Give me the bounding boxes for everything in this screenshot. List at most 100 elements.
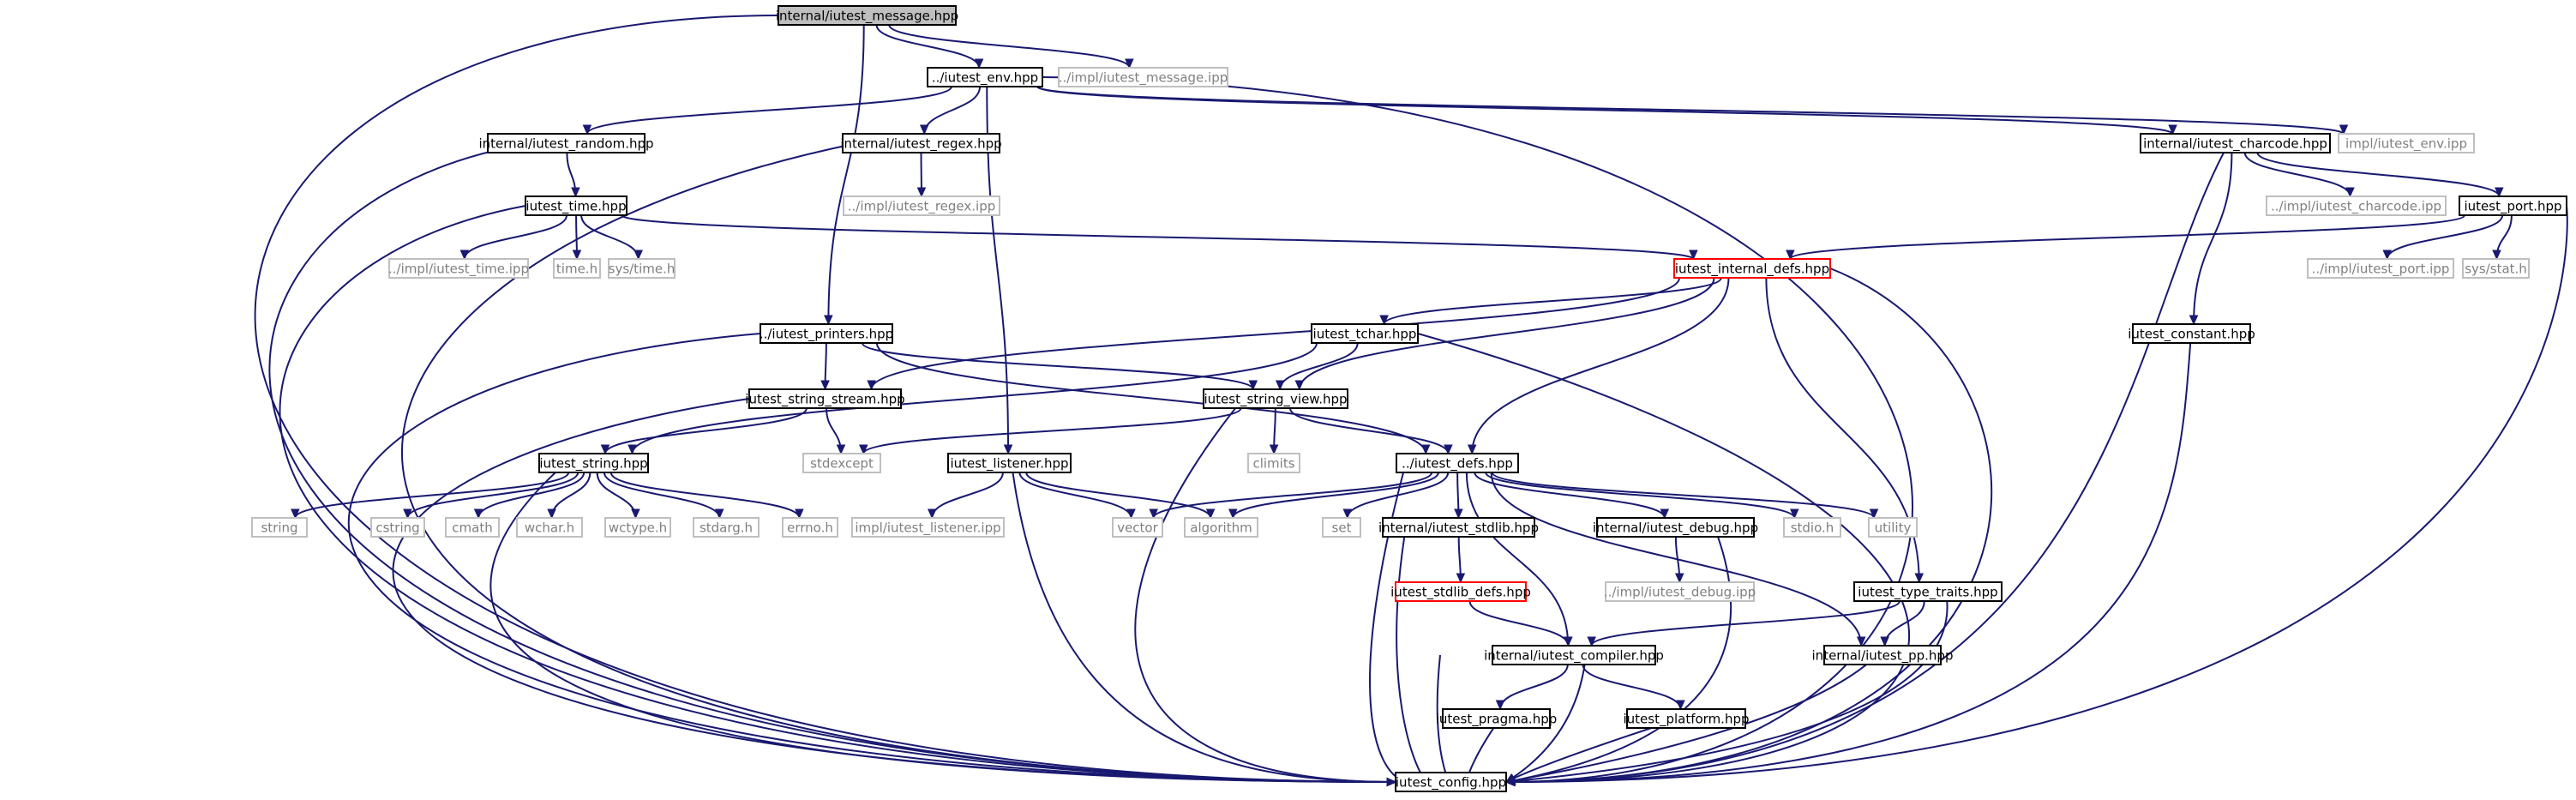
node-sys-stat-h[interactable]: sys/stat.h [2462, 258, 2530, 279]
arrowhead [820, 380, 830, 391]
node-type-traits[interactable]: iutest_type_traits.hpp [1853, 581, 2003, 602]
node-time[interactable]: iutest_time.hpp [525, 195, 627, 216]
edge-line [1152, 472, 1433, 519]
arrowhead [627, 444, 637, 455]
node-listener-ipp[interactable]: impl/iutest_listener.ipp [851, 517, 1005, 538]
node-random[interactable]: internal/iutest_random.hpp [478, 133, 654, 153]
edge-defs-to-config [1369, 462, 1408, 785]
node-label: ../impl/iutest_time.ipp [388, 262, 529, 278]
node-env-ipp[interactable]: impl/iutest_env.ipp [2338, 133, 2475, 153]
edge-defs-to-stdlib [1454, 472, 1463, 520]
arrowhead [1342, 508, 1353, 520]
node-listener[interactable]: iutest_listener.hpp [947, 453, 1072, 473]
edge-printers-to-string_view [861, 342, 1258, 391]
node-vector[interactable]: vector [1112, 517, 1163, 538]
node-constant[interactable]: iutest_constant.hpp [2128, 323, 2255, 344]
node-msg-ipp[interactable]: ../impl/iutest_message.ipp [1058, 67, 1228, 87]
node-label: ../impl/iutest_charcode.ipp [2271, 199, 2441, 215]
node-label: ../impl/iutest_message.ipp [1059, 70, 1228, 87]
arrowhead [927, 508, 937, 520]
node-errno-h[interactable]: errno.h [782, 517, 838, 538]
node-climits[interactable]: climits [1247, 453, 1300, 473]
edge-line [2243, 152, 2351, 197]
node-string[interactable]: string [251, 517, 308, 538]
arrowhead [1294, 380, 1305, 391]
node-string-stream[interactable]: iutest_string_stream.hpp [745, 388, 905, 409]
edge-type_traits-to-compiler [1587, 600, 1900, 647]
node-string-hpp[interactable]: iutest_string.hpp [538, 453, 649, 473]
node-wctype-h[interactable]: wctype.h [604, 517, 671, 538]
node-internal-defs[interactable]: iutest_internal_defs.hpp [1673, 258, 1831, 279]
node-cmath[interactable]: cmath [445, 517, 500, 538]
edge-line [1288, 407, 1450, 454]
node-platform[interactable]: iutest_platform.hpp [1623, 708, 1750, 729]
node-charcode-ipp[interactable]: ../impl/iutest_charcode.ipp [2266, 195, 2447, 216]
arrowhead [1444, 444, 1453, 455]
node-wchar-h[interactable]: wchar.h [516, 517, 583, 538]
node-stdlib[interactable]: internal/iutest_stdlib.hpp [1378, 517, 1539, 538]
node-label: stdarg.h [700, 520, 753, 536]
node-label: internal/iutest_regex.hpp [840, 136, 1001, 153]
node-stdlib-defs[interactable]: iutest_stdlib_defs.hpp [1390, 581, 1531, 602]
arrowhead [1456, 573, 1466, 584]
edge-line [1590, 600, 1900, 647]
node-root[interactable]: internal/iutest_message.hpp [776, 5, 958, 26]
edge-line [1491, 472, 1875, 519]
arrowhead [600, 444, 610, 455]
node-config[interactable]: iutest_config.hpp [1395, 772, 1507, 792]
edge-line [1417, 333, 1911, 783]
node-debug[interactable]: internal/iutest_debug.hpp [1593, 517, 1758, 538]
node-charcode[interactable]: internal/iutest_charcode.hpp [2140, 133, 2331, 153]
arrowhead [2345, 187, 2355, 198]
node-algorithm[interactable]: algorithm [1184, 517, 1258, 538]
edge-charcode-to-port [2256, 152, 2504, 198]
node-port[interactable]: iutest_port.hpp [2459, 195, 2567, 216]
node-regex[interactable]: internal/iutest_regex.hpp [840, 133, 1002, 153]
node-tchar[interactable]: iutest_tchar.hpp [1311, 323, 1419, 344]
node-set[interactable]: set [1322, 517, 1361, 538]
edge-line [1490, 472, 1863, 647]
node-printers[interactable]: ../iutest_printers.hpp [760, 323, 893, 344]
edge-line [603, 472, 721, 519]
node-pragma[interactable]: iutest_pragma.hpp [1436, 708, 1558, 729]
node-box [388, 258, 529, 279]
arrowhead [403, 508, 412, 520]
node-sys-time-h[interactable]: sys/time.h [608, 258, 676, 279]
edge-type_traits-to-pp [1880, 600, 1925, 647]
node-cstring[interactable]: cstring [370, 517, 425, 538]
node-string-view[interactable]: iutest_string_view.hpp [1203, 388, 1348, 409]
node-stdarg-h[interactable]: stdarg.h [693, 517, 760, 538]
node-label: internal/iutest_debug.hpp [1593, 520, 1758, 537]
edge-string_view-to-defs [1288, 407, 1453, 455]
node-box [553, 258, 601, 279]
edge-line [631, 342, 1318, 454]
edge-line [1505, 268, 1993, 783]
node-utility[interactable]: utility [1868, 517, 1918, 538]
edge-time-to-time_h [572, 214, 582, 261]
node-debug-ipp[interactable]: ../impl/iutest_debug.ipp [1604, 581, 1756, 602]
node-env[interactable]: ../iutest_env.hpp [927, 67, 1043, 87]
edge-line [1582, 664, 1682, 710]
node-defs[interactable]: ../iutest_defs.hpp [1396, 453, 1519, 473]
node-box [2266, 195, 2447, 216]
node-stdexcept[interactable]: stdexcept [802, 453, 881, 473]
edge-line [604, 407, 808, 454]
edge-line [1485, 472, 1796, 519]
node-compiler[interactable]: internal/iutest_compiler.hpp [1484, 645, 1664, 665]
edge-line [1468, 600, 1570, 647]
node-pp[interactable]: internal/iutest_pp.hpp [1812, 645, 1954, 665]
node-stdio-h[interactable]: stdio.h [1783, 517, 1841, 538]
node-time-ipp[interactable]: ../impl/iutest_time.ipp [388, 258, 529, 279]
edge-line [489, 462, 1396, 783]
node-label: iutest_stdlib_defs.hpp [1390, 585, 1531, 601]
node-time-h[interactable]: time.h [553, 258, 601, 279]
node-box [604, 517, 671, 538]
node-box [538, 453, 649, 473]
node-box [1823, 645, 1942, 665]
arrowhead [1660, 508, 1670, 520]
node-regex-ipp[interactable]: ../impl/iutest_regex.ipp [843, 195, 1000, 216]
node-port-ipp[interactable]: ../impl/iutest_port.ipp [2307, 258, 2454, 279]
node-box [1382, 517, 1535, 538]
edges-layer [254, 15, 2568, 787]
edge-line [621, 214, 1695, 260]
